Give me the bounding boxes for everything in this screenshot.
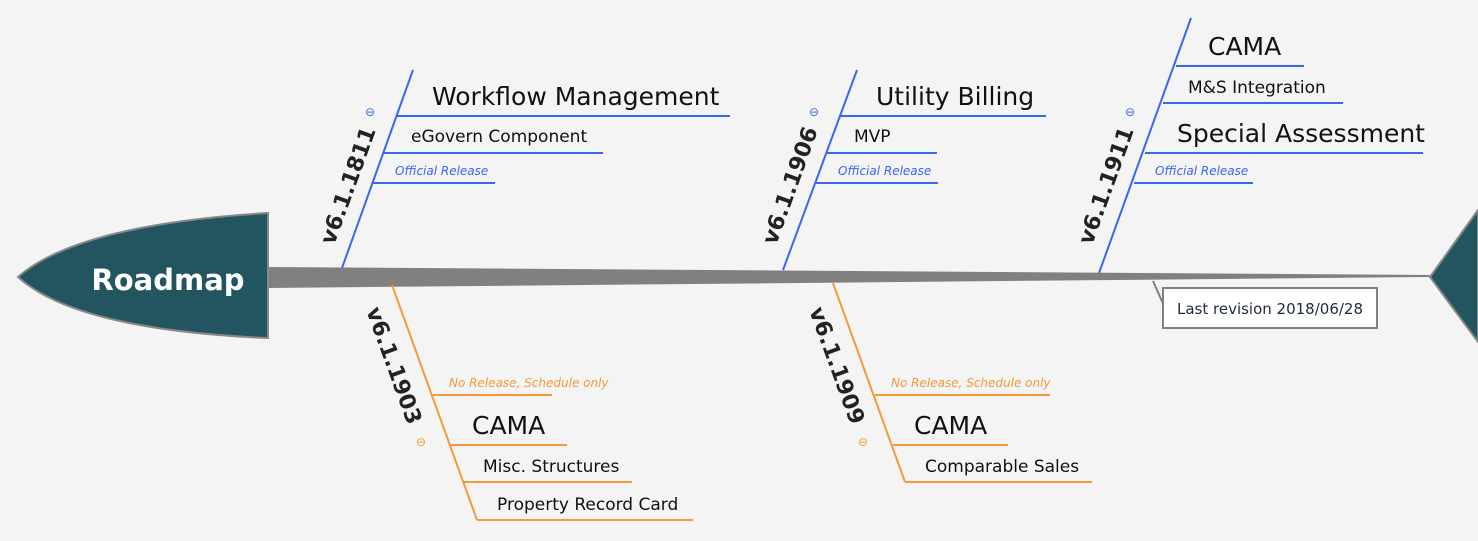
branch-v6-1-1903[interactable]: v6.1.1903 ⊖ No Release, Schedule only CA…: [360, 284, 693, 521]
fish-tail: [1428, 208, 1478, 344]
fish-head[interactable]: [16, 211, 269, 340]
subtopic[interactable]: Comparable Sales: [925, 457, 1079, 477]
collapse-icon[interactable]: ⊖: [416, 435, 426, 449]
topic[interactable]: CAMA: [472, 411, 545, 440]
subtopic[interactable]: Misc. Structures: [483, 457, 619, 477]
revision-text: Last revision 2018/06/28: [1177, 300, 1363, 318]
release-note[interactable]: Official Release: [395, 164, 488, 178]
subtopic[interactable]: Property Record Card: [497, 495, 678, 515]
spine: [268, 267, 1430, 288]
branch-v6-1-1906[interactable]: v6.1.1906 ⊖ Utility Billing MVP Official…: [758, 69, 1046, 271]
topic[interactable]: Special Assessment: [1177, 119, 1425, 148]
release-note[interactable]: Official Release: [838, 164, 931, 178]
collapse-icon[interactable]: ⊖: [858, 435, 868, 449]
collapse-icon[interactable]: ⊖: [365, 105, 375, 119]
version-label: v6.1.1903: [360, 304, 426, 428]
subtopic[interactable]: M&S Integration: [1188, 78, 1326, 98]
topic[interactable]: CAMA: [914, 411, 987, 440]
collapse-icon[interactable]: ⊖: [1125, 105, 1135, 119]
revision-callout[interactable]: Last revision 2018/06/28: [1152, 280, 1378, 329]
topic[interactable]: CAMA: [1208, 32, 1281, 61]
topic[interactable]: Workflow Management: [432, 82, 720, 111]
branch-v6-1-1909[interactable]: v6.1.1909 ⊖ No Release, Schedule only CA…: [803, 282, 1092, 483]
root-title[interactable]: Roadmap: [91, 263, 244, 297]
subtopic[interactable]: MVP: [854, 127, 891, 147]
branch-v6-1-1911[interactable]: v6.1.1911 ⊖ CAMA M&S Integration Special…: [1074, 17, 1425, 274]
topic[interactable]: Utility Billing: [876, 82, 1034, 111]
branch-v6-1-1811[interactable]: v6.1.1811 ⊖ Workflow Management eGovern …: [316, 69, 730, 269]
release-note[interactable]: No Release, Schedule only: [449, 376, 609, 390]
collapse-icon[interactable]: ⊖: [809, 105, 819, 119]
version-label: v6.1.1909: [803, 304, 869, 428]
release-note[interactable]: No Release, Schedule only: [891, 376, 1051, 390]
subtopic[interactable]: eGovern Component: [411, 127, 587, 147]
release-note[interactable]: Official Release: [1155, 164, 1248, 178]
